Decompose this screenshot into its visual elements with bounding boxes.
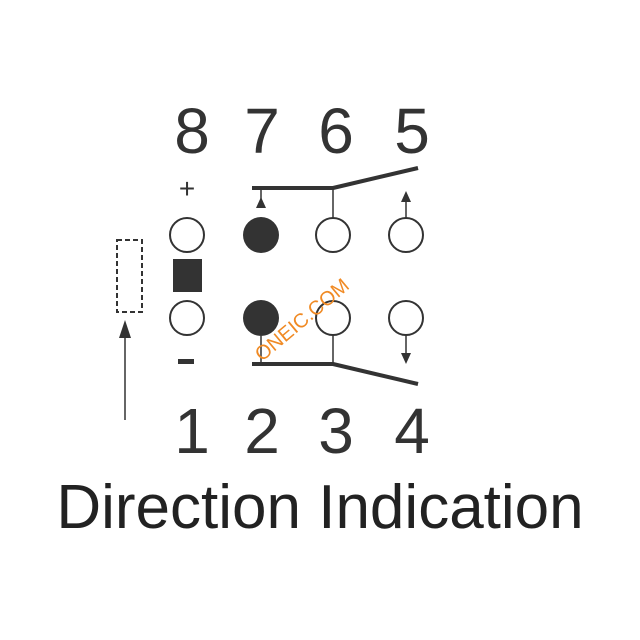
- indicator-outline: [116, 239, 143, 313]
- plus-sign: +: [179, 173, 195, 204]
- pin-6-circle: [315, 217, 351, 253]
- pin-7-circle-filled: [243, 217, 279, 253]
- pin-2-circle-filled: [243, 300, 279, 336]
- pin-1-circle: [169, 300, 205, 336]
- pin-number-5: 5: [394, 95, 430, 167]
- coil-block: [173, 259, 202, 292]
- minus-sign: [178, 359, 194, 364]
- pin-8-circle: [169, 217, 205, 253]
- direction-arrow-head-icon: [119, 320, 131, 338]
- pin-number-7: 7: [244, 95, 280, 167]
- arrow-up-icon: [401, 191, 411, 202]
- pin-number-2: 2: [244, 395, 280, 467]
- pin-number-1: 1: [174, 395, 210, 467]
- pin-4-circle: [388, 300, 424, 336]
- pin-number-6: 6: [318, 95, 354, 167]
- pin-number-8: 8: [174, 95, 210, 167]
- arrow-up-icon: [256, 197, 266, 208]
- top-switch-contact: [252, 166, 419, 218]
- pin-5-circle: [388, 217, 424, 253]
- diagram-title: Direction Indication: [56, 473, 584, 542]
- arrow-down-icon: [401, 353, 411, 364]
- pin-number-4: 4: [394, 395, 430, 467]
- pin-number-3: 3: [318, 395, 354, 467]
- bottom-switch-contact: [252, 335, 419, 386]
